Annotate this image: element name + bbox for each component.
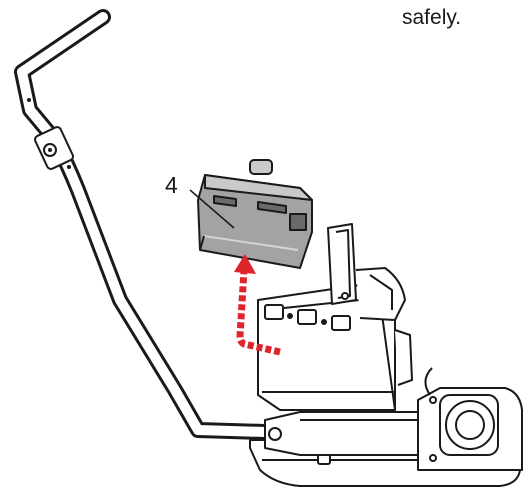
removal-arrow xyxy=(234,254,281,356)
callout-number: 4 xyxy=(165,172,178,198)
handle xyxy=(14,9,273,440)
battery-pack xyxy=(189,159,313,269)
caption-text: safely. xyxy=(402,6,462,29)
plate-compactor xyxy=(249,223,523,487)
